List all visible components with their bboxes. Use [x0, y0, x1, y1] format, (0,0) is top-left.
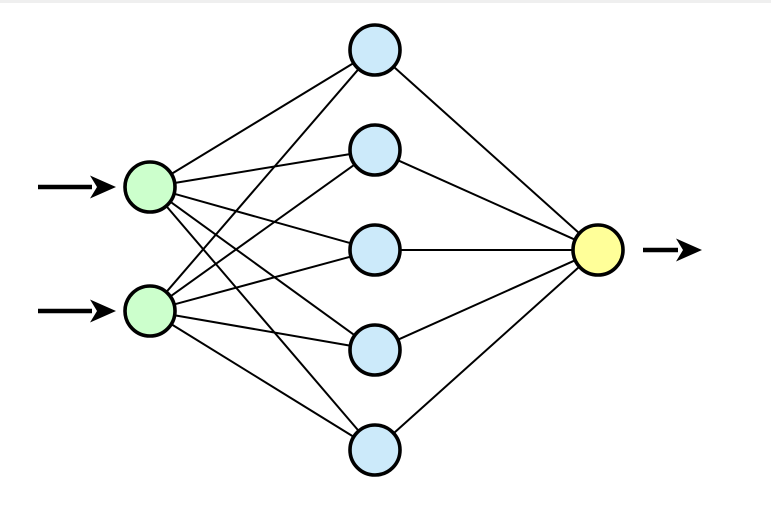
input-arrow-1-head — [90, 175, 116, 199]
edge-i1-h3 — [172, 192, 353, 245]
top-edge-strip — [0, 0, 771, 3]
hidden-layer-node-3[interactable] — [348, 223, 402, 277]
edge-i1-h5 — [164, 204, 361, 433]
edge-i2-h1 — [164, 67, 361, 294]
edge-h4-o1 — [396, 258, 577, 342]
edge-h1-o1 — [392, 65, 581, 235]
input-arrow-2-head — [90, 299, 116, 323]
edge-i1-h1 — [169, 61, 356, 176]
output-layer-node-1[interactable] — [571, 223, 625, 277]
edge-i2-h5 — [169, 322, 356, 439]
edges-group — [164, 61, 581, 439]
hidden-layer-node-1[interactable] — [348, 23, 402, 77]
nodes-group — [123, 23, 625, 477]
edge-i2-h2 — [168, 163, 357, 298]
edge-h5-o1 — [392, 265, 581, 435]
input-arrow-1 — [38, 175, 116, 199]
hidden-layer-node-5[interactable] — [348, 423, 402, 477]
output-arrow-1 — [643, 238, 702, 262]
input-layer-node-2[interactable] — [123, 284, 177, 338]
hidden-layer-node-4[interactable] — [348, 323, 402, 377]
input-layer-node-1[interactable] — [123, 160, 177, 214]
edge-h2-o1 — [396, 158, 577, 242]
output-arrow-1-head — [676, 238, 702, 262]
edge-i2-h3 — [172, 255, 353, 306]
edge-i2-h4 — [173, 314, 352, 347]
io-arrows-group — [38, 175, 702, 323]
input-arrow-2 — [38, 299, 116, 323]
edge-i1-h2 — [173, 152, 352, 185]
edge-i1-h4 — [168, 200, 357, 337]
hidden-layer-node-2[interactable] — [348, 123, 402, 177]
